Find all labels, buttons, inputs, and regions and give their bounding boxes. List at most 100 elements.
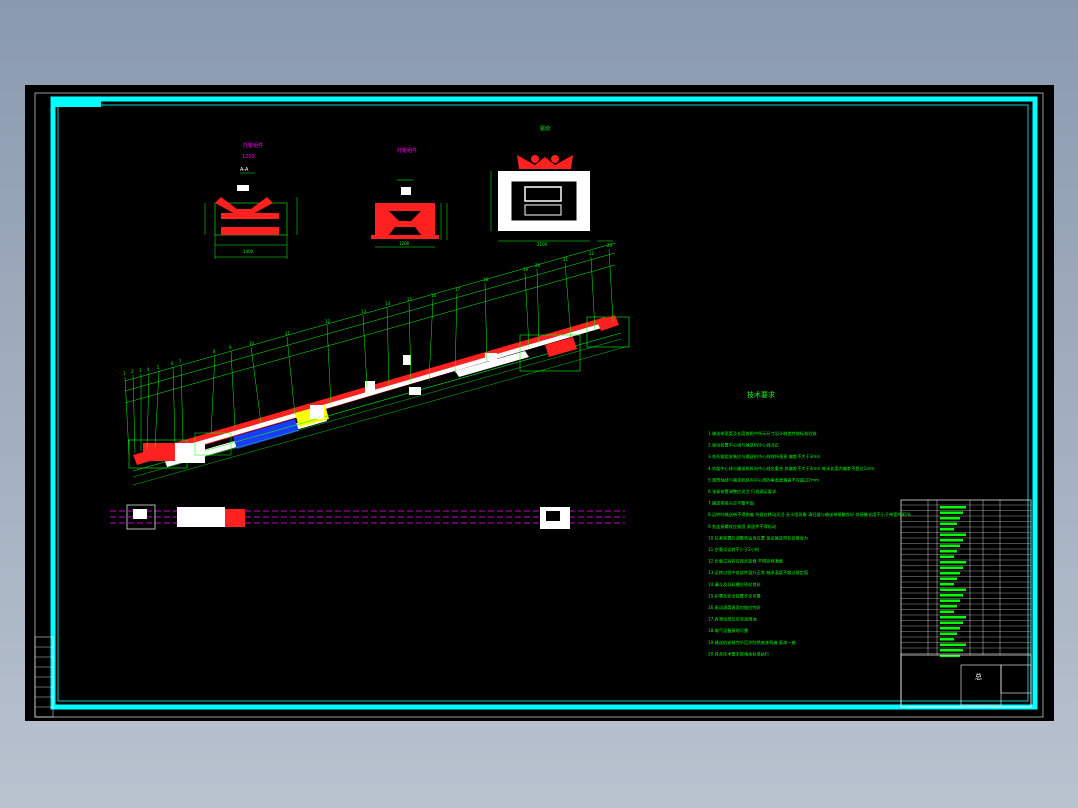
notes-title: 技术要求 [747,390,775,399]
leader-line [608,248,614,322]
parts-row-text [940,533,966,536]
note-line: 8.运转时输送带不得跑偏 托辊应转动灵活 无卡阻现象 清扫器与输送带接触良好 其… [708,511,911,518]
note-line: 12.负载试运转应逐步加载 不得突然满载 [708,558,784,565]
parts-row-text [940,588,966,591]
dim-b-width: 1200 [399,241,410,246]
balloon-number: 19 [523,267,529,272]
parts-row-text [940,539,963,542]
parts-row-text [940,511,963,514]
leader-line [132,374,136,454]
note-line: 20.其余技术要求按相关标准执行 [708,650,769,657]
leader-line [484,282,488,362]
leader-line [408,302,412,384]
view-a-title: 托辊组件 [243,142,263,149]
parts-row-text [940,561,966,564]
parts-list-rows [901,504,1031,657]
leader-line [250,346,262,424]
note-line: 10.拉紧装置应调整到适当位置 保证输送带有足够张力 [708,534,808,541]
note-line: 13.运转过程中各部件温升正常 轴承温度不超过规定值 [708,569,808,576]
left-margin-stamp [34,636,54,718]
note-line: 19.输送机安装完毕后涂防锈底漆两遍 面漆一遍 [708,639,796,646]
title-block: 总 [900,499,1032,708]
leader-line [146,372,150,450]
leader-line [454,292,458,374]
balloon-number: 23 [607,243,613,248]
conveyor-elevation [124,242,630,486]
balloon-number: 21 [563,257,569,262]
leader-line [210,354,216,434]
note-line: 2.驱动装置中心线与输送机中心线对正 [708,442,779,449]
note-line: 15.护罩及安全装置齐全可靠 [708,592,761,599]
parts-row-text [940,616,966,619]
note-line: 7.输送带接头应平整牢固 [708,500,754,507]
balloon-number: 18 [483,277,489,282]
parts-row-text [940,550,957,553]
technical-notes: 技术要求 1.输送带宽度及长度按图中所示尺寸设计制造并按标准验收 2.驱动装置中心… [708,390,911,657]
balloon-number: 15 [407,297,413,302]
parts-row-text [940,566,963,569]
view-a-subtitle: 1200 [242,154,255,160]
parts-row-text [940,643,966,646]
view-b-title: 托辊组件 [397,147,417,154]
notes-list: 1.输送带宽度及长度按图中所示尺寸设计制造并按标准验收 2.驱动装置中心线与输送机… [708,430,911,657]
parts-row-text [940,506,966,509]
leader-line [362,314,368,388]
view-c-title: 驱动 [540,125,550,132]
leader-line [428,298,434,382]
balloon-number: 3 [139,368,142,373]
balloon-number: 10 [249,341,255,346]
note-line: 9.各连接螺栓应紧固 紧固件不得松动 [708,523,776,530]
parts-row-text [940,649,963,652]
inner-border [57,104,1029,702]
balloon-number: 2 [131,369,134,374]
section-view-b: 托辊组件 1200 [371,147,448,248]
parts-row-text [940,627,960,630]
leader-line [154,370,160,448]
leader-line [286,336,296,416]
balloon-number: 11 [285,331,291,336]
parts-row-text [940,605,957,608]
parts-row-text [940,599,960,602]
drawing-border [50,96,1038,710]
leader-line [124,376,130,456]
note-line: 17.各滑动部位应涂润滑油 [708,616,757,623]
note-line: 16.驱动滚筒表面包胶应完好 [708,604,761,611]
parts-row-text [940,577,957,580]
balloon-number: 13 [361,309,367,314]
note-line: 3.各托辊组安装应与输送机中心线保持垂直 偏差不大于3mm [708,453,820,460]
section-view-c: 驱动 2100 [490,125,613,247]
note-line: 5.滚筒轴线与输送机纵向中心线的垂直度偏差不应超过2mm [708,476,819,483]
leader-line [564,262,572,338]
note-line: 14.漏斗及导料槽应密封良好 [708,581,761,588]
dim-a-width: 1400 [243,249,254,254]
balloon-number: 1 [123,371,126,376]
parts-row-text [940,517,960,520]
parts-row-text [940,528,954,531]
balloon-number: 8 [213,349,216,354]
note-line: 1.输送带宽度及长度按图中所示尺寸设计制造并按标准验收 [708,430,817,437]
note-line: 4.机架中心线与输送机纵向中心线应重合 其偏差不大于3mm 每米长度内偏差不超过… [708,465,875,472]
corner-tag [53,99,101,107]
leader-line [536,268,540,344]
dim-c-width: 2100 [537,242,548,247]
parts-row-text [940,654,960,657]
balloon-number: 4 [147,367,150,372]
balloon-number: 22 [589,251,595,256]
balloon-number: 14 [385,301,391,306]
leader-line [590,256,596,332]
parts-row-text [940,638,954,641]
parts-row-text [940,610,954,613]
parts-row-text [940,544,960,547]
parts-row-text [940,555,954,558]
leader-line [524,272,530,348]
parts-row-text [940,522,957,525]
section-view-a: 托辊组件 1200 A-A 1400 [204,142,298,259]
balloon-number: 17 [455,287,461,292]
note-line: 18.电气设备接地可靠 [708,627,748,634]
balloon-number: 9 [229,345,232,350]
balloon-number: 16 [431,293,437,298]
balloon-number: 12 [325,319,331,324]
parts-row-text [940,594,963,597]
leader-line [326,324,332,406]
